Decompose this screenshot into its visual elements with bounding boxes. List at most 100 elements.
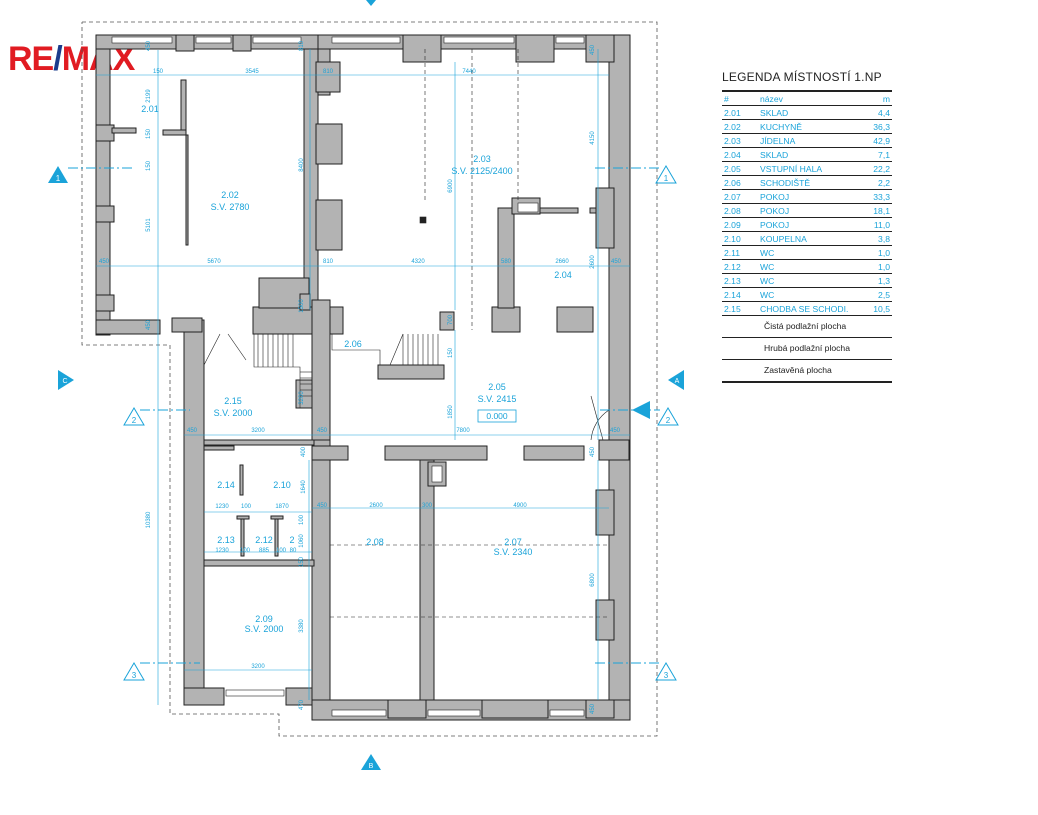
stove-icon bbox=[431, 465, 443, 483]
room-sv: S.V. 2780 bbox=[211, 202, 250, 212]
room-sv: S.V. 2000 bbox=[245, 624, 284, 634]
wall bbox=[183, 319, 205, 706]
wall bbox=[239, 464, 244, 496]
wall-pier bbox=[315, 199, 343, 251]
dim-text: 450 bbox=[590, 44, 596, 55]
room-name: SKLAD bbox=[758, 147, 858, 162]
dim-text: 7440 bbox=[462, 69, 476, 75]
wall bbox=[377, 364, 445, 380]
dim-text: 450 bbox=[610, 428, 621, 434]
dim-text: 450 bbox=[99, 259, 110, 265]
dim-text: 1060 bbox=[299, 534, 305, 548]
dim-text: 7800 bbox=[456, 428, 470, 434]
room-name: SKLAD bbox=[758, 105, 858, 120]
wall-pier bbox=[585, 699, 615, 719]
legend-gross-floor-area: Hrubá podlažní plocha bbox=[722, 338, 892, 360]
room-number: 2.12 bbox=[722, 259, 758, 274]
window bbox=[252, 36, 302, 44]
dim-text: 2199 bbox=[146, 89, 152, 103]
dim-text: 6900 bbox=[448, 179, 454, 193]
wall-pier bbox=[175, 34, 195, 52]
room-label: 2.04 bbox=[554, 270, 572, 280]
room-number: 2.11 bbox=[722, 245, 758, 260]
room-area: 36,3 bbox=[858, 119, 892, 134]
legend-net-floor-area: Čistá podlažní plocha bbox=[722, 316, 892, 338]
window bbox=[427, 709, 481, 717]
window bbox=[331, 709, 387, 717]
room-number: 2.01 bbox=[722, 105, 758, 120]
arrow-marker-icon bbox=[632, 401, 650, 419]
room-name: POKOJ bbox=[758, 217, 858, 232]
door-swing bbox=[590, 395, 604, 441]
wall-pier bbox=[315, 61, 341, 93]
room-name: CHODBA SE SCHODI. bbox=[758, 301, 858, 316]
wall bbox=[311, 439, 331, 721]
section-label: 2 bbox=[132, 416, 137, 425]
window bbox=[111, 36, 173, 44]
wall-pier bbox=[111, 127, 137, 134]
wall-label: 2 bbox=[289, 535, 294, 545]
dim-text: 6800 bbox=[590, 573, 596, 587]
floor-plan: 1 1 2 2 3 3 A B C 2 2.01 2.02 S.V. 2780 … bbox=[48, 0, 684, 770]
dim-text: 700 bbox=[448, 314, 454, 325]
axis-label: A bbox=[675, 378, 680, 385]
dim-text: 4150 bbox=[590, 131, 596, 145]
wall-pier bbox=[515, 34, 555, 63]
room-label: 2.13 bbox=[217, 535, 235, 545]
room-sv: S.V. 2000 bbox=[214, 408, 253, 418]
dim-text: 450 bbox=[187, 428, 198, 434]
beam-lines bbox=[330, 49, 609, 618]
dim-text: 450 bbox=[317, 428, 328, 434]
wall bbox=[95, 319, 161, 335]
room-area: 1,3 bbox=[858, 273, 892, 288]
room-area: 3,8 bbox=[858, 231, 892, 246]
dim-text: 4320 bbox=[411, 259, 425, 265]
post-icon bbox=[419, 216, 427, 224]
room-area: 2,2 bbox=[858, 175, 892, 190]
room-name: KOUPELNA bbox=[758, 231, 858, 246]
section-label: 1 bbox=[56, 174, 61, 183]
dim-text: 2600 bbox=[590, 255, 596, 269]
room-label: 2.14 bbox=[217, 480, 235, 490]
section-marker-icon bbox=[123, 662, 145, 681]
room-number: 2.15 bbox=[722, 301, 758, 316]
windows bbox=[111, 36, 585, 717]
wall bbox=[539, 207, 579, 214]
room-label: 2.02 bbox=[221, 190, 239, 200]
room-label: 2.01 bbox=[141, 104, 159, 114]
room-label: 2.15 bbox=[224, 396, 242, 406]
room-name: WC bbox=[758, 273, 858, 288]
logo-slash: / bbox=[53, 40, 63, 78]
axis-marker-icon bbox=[668, 370, 684, 390]
section-labels: 1 1 2 2 3 3 A B C 2 bbox=[56, 174, 680, 770]
dim-text: 5670 bbox=[207, 259, 221, 265]
wall bbox=[203, 439, 315, 446]
stair-diagonal bbox=[203, 333, 221, 366]
wall-pier bbox=[95, 124, 115, 142]
dim-text: 100 bbox=[276, 548, 287, 554]
wall bbox=[419, 459, 435, 701]
section-marker-icon bbox=[48, 166, 68, 183]
dim-text: 80 bbox=[290, 548, 297, 554]
room-sv: S.V. 2125/2400 bbox=[451, 166, 512, 176]
level-value: 0.000 bbox=[486, 411, 508, 421]
stair-outline bbox=[331, 334, 381, 365]
section-marker-icon bbox=[655, 165, 677, 184]
room-area: 1,0 bbox=[858, 259, 892, 274]
room-number: 2.09 bbox=[722, 217, 758, 232]
sink-icon bbox=[517, 202, 539, 213]
section-marker-icon bbox=[123, 407, 145, 426]
room-label: 2.12 bbox=[255, 535, 273, 545]
room-label: 2.07 bbox=[504, 537, 522, 547]
room-number: 2.10 bbox=[722, 231, 758, 246]
wall bbox=[180, 79, 187, 136]
dim-text: 810 bbox=[299, 40, 305, 51]
dim-text: 1640 bbox=[301, 480, 307, 494]
wall-pier bbox=[595, 187, 615, 249]
